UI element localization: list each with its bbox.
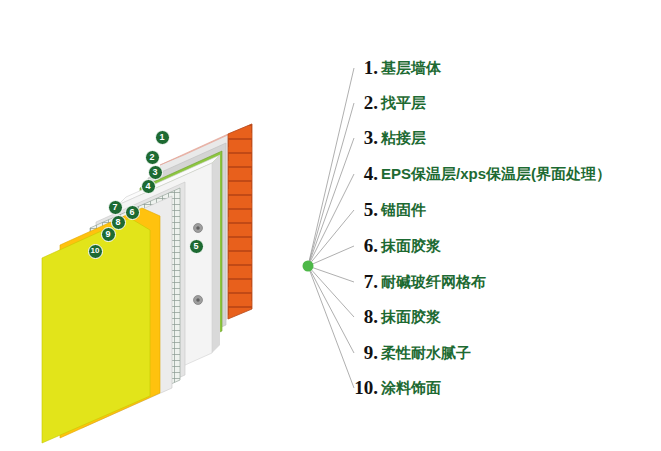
item-number: 10. bbox=[354, 377, 378, 399]
callout-number: 10 bbox=[91, 247, 100, 255]
callout-circle: 3 bbox=[148, 165, 163, 180]
brick-side bbox=[228, 124, 252, 319]
item-number: 3. bbox=[364, 127, 378, 149]
callout-number: 1 bbox=[159, 133, 164, 142]
layer-name: 抹面胶浆 bbox=[381, 237, 441, 256]
item-number: 9. bbox=[364, 342, 378, 364]
leader-lines bbox=[308, 68, 354, 388]
callout-number: 9 bbox=[105, 230, 110, 239]
hub-dot bbox=[303, 261, 314, 272]
layer-name: 涂料饰面 bbox=[381, 379, 441, 398]
layer-name: 找平层 bbox=[381, 94, 426, 113]
callout-circle: 5 bbox=[189, 239, 204, 254]
callout-circle: 9 bbox=[101, 227, 116, 242]
callout-number: 5 bbox=[193, 242, 198, 251]
item-number: 7. bbox=[364, 271, 378, 293]
item-number: 8. bbox=[364, 306, 378, 328]
callout-number: 6 bbox=[129, 208, 134, 217]
layer-name: 锚固件 bbox=[381, 201, 426, 220]
layer-name: 粘接层 bbox=[381, 129, 426, 148]
callout-circle: 6 bbox=[125, 205, 140, 220]
callout-number: 4 bbox=[145, 182, 150, 191]
callout-circle: 1 bbox=[155, 130, 170, 145]
item-number: 4. bbox=[364, 163, 378, 185]
item-number: 6. bbox=[364, 235, 378, 257]
anchor-bolts bbox=[194, 224, 203, 305]
item-number: 2. bbox=[364, 92, 378, 114]
callout-circle: 10 bbox=[88, 244, 103, 259]
eps-side bbox=[212, 155, 220, 353]
callout-circle: 8 bbox=[111, 215, 126, 230]
callout-circle: 2 bbox=[145, 150, 160, 165]
callout-number: 2 bbox=[149, 153, 154, 162]
callout-circle: 7 bbox=[108, 200, 123, 215]
item-number: 5. bbox=[364, 199, 378, 221]
callout-number: 7 bbox=[112, 203, 117, 212]
layer-name: 基层墙体 bbox=[381, 59, 441, 78]
layer-name: 抹面胶浆 bbox=[381, 308, 441, 327]
layer-name: EPS保温层/xps保温层(界面处理） bbox=[381, 165, 611, 184]
layer-name: 耐碱玻纤网格布 bbox=[381, 273, 486, 292]
layer-name: 柔性耐水腻子 bbox=[381, 344, 471, 363]
callout-circle: 4 bbox=[141, 179, 156, 194]
callout-number: 8 bbox=[115, 218, 120, 227]
item-number: 1. bbox=[364, 57, 378, 79]
callout-number: 3 bbox=[152, 168, 157, 177]
coating-layer bbox=[42, 218, 150, 443]
